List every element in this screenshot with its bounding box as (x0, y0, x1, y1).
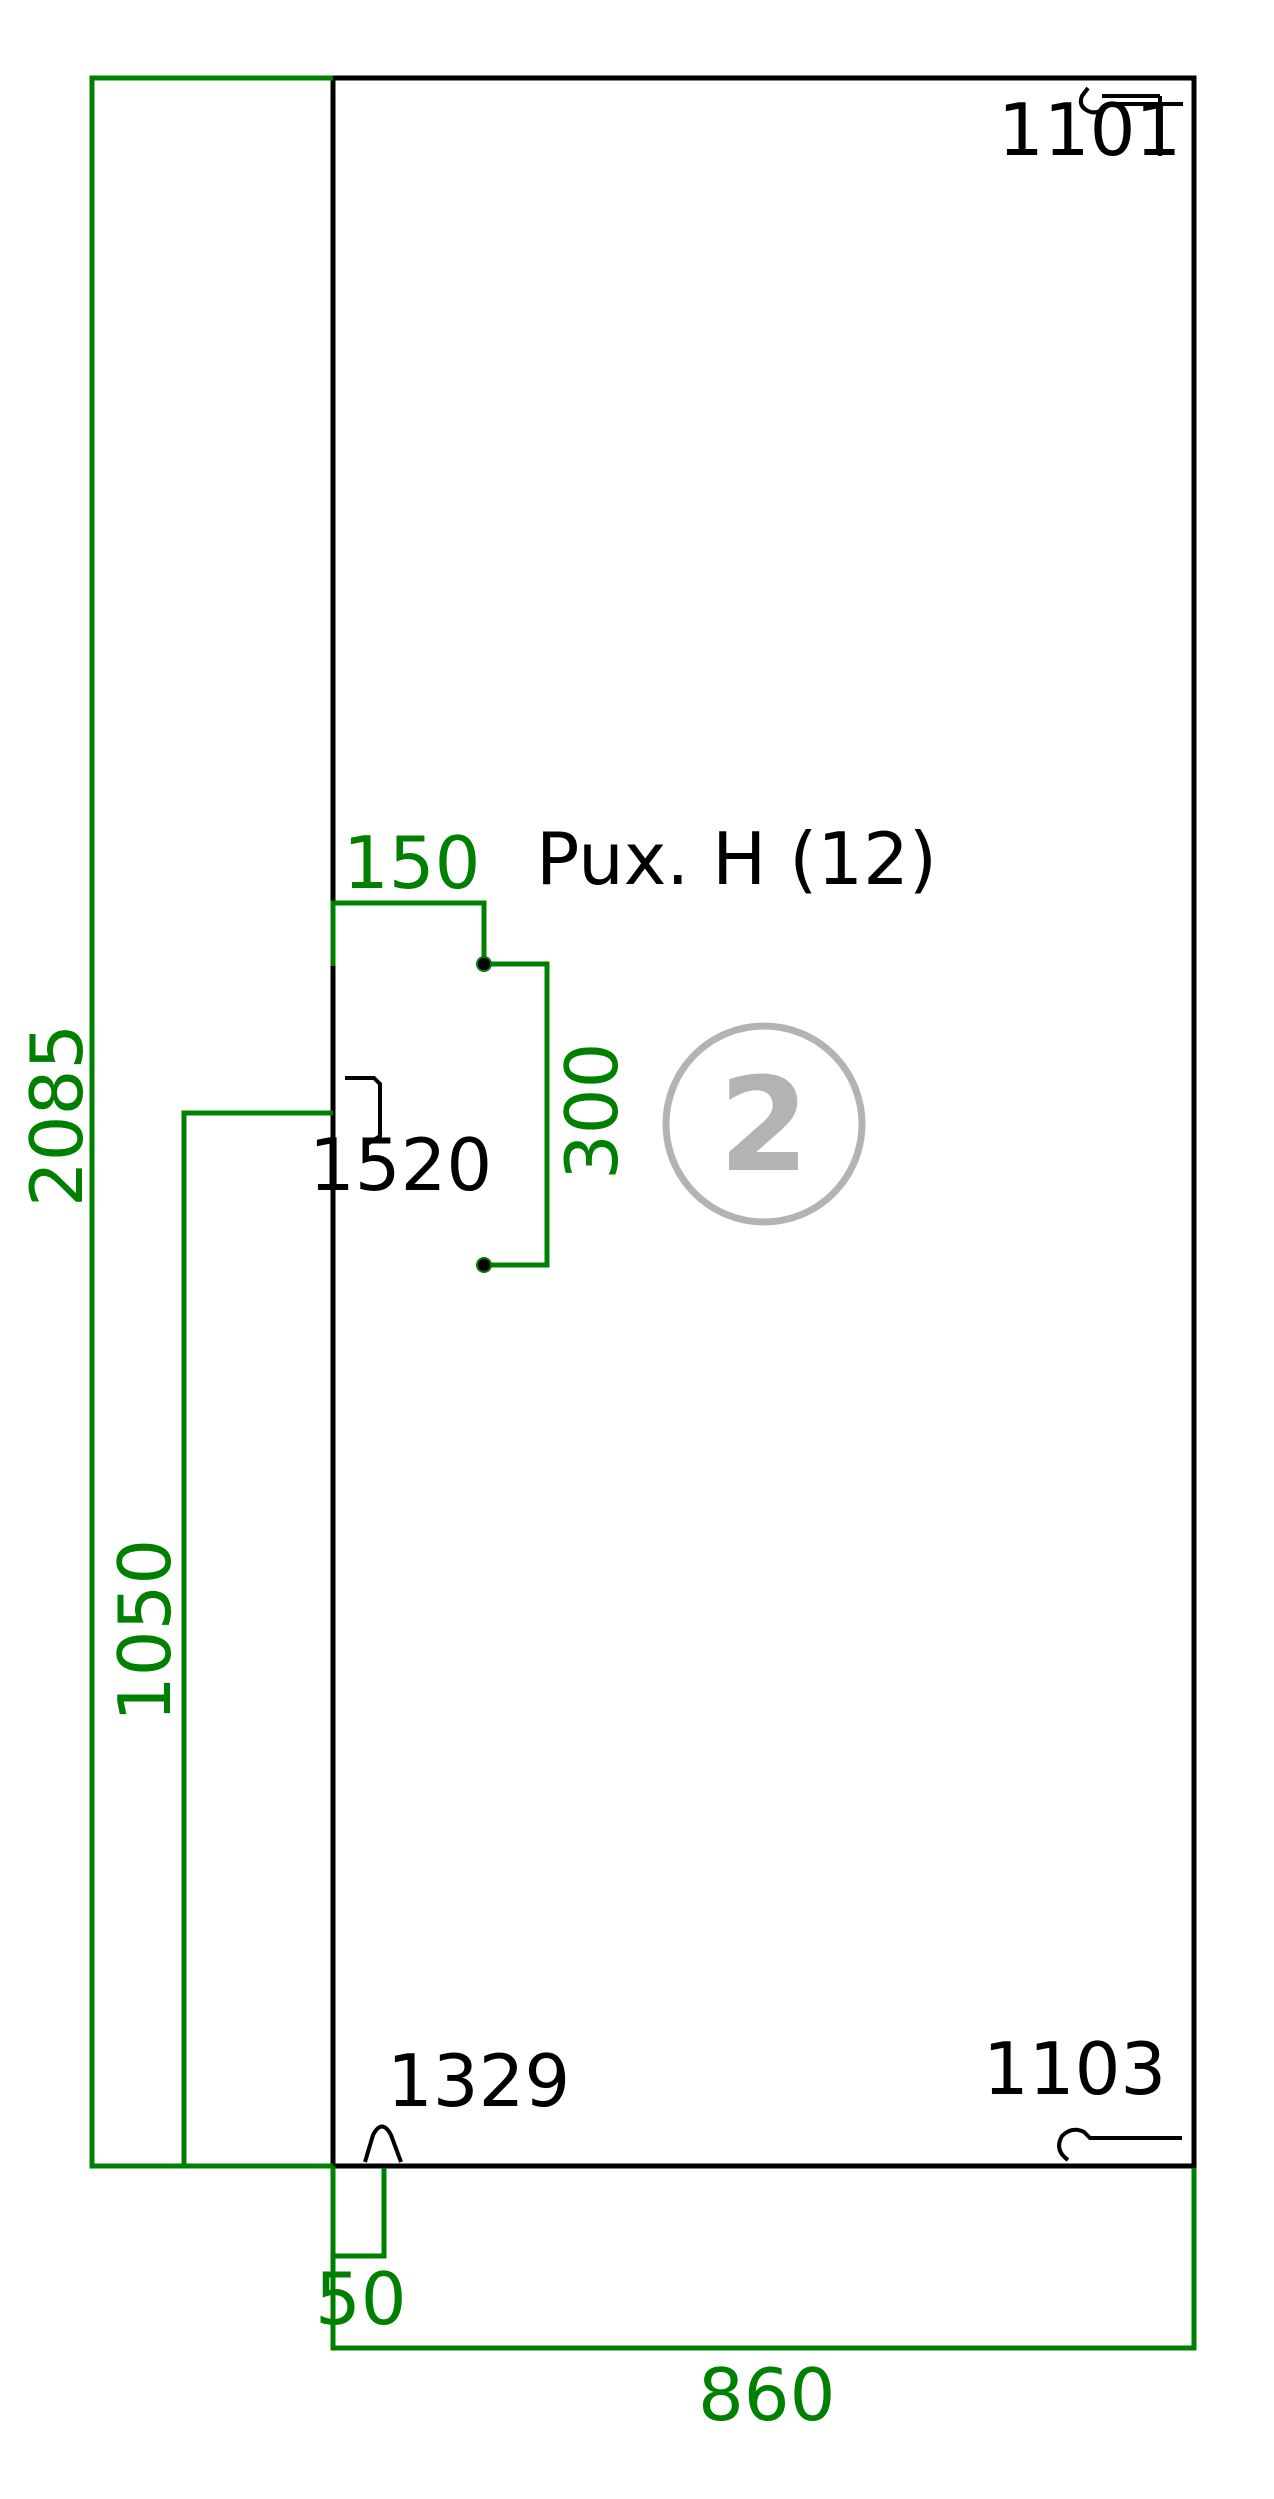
handle-offset-dimension: 150 (330, 821, 487, 966)
part-label-1520: 1520 (309, 1123, 492, 1207)
overall-width-dimension: 860 (330, 2168, 1197, 2437)
part-label-1329: 1329 (387, 2039, 570, 2123)
hinge-offset-label: 50 (315, 2257, 407, 2341)
handle-spacing-label: 300 (550, 1043, 634, 1180)
part-label-1103: 1103 (983, 2027, 1166, 2111)
panel-number: 2 (719, 1049, 809, 1201)
handle-hole-top (476, 956, 492, 972)
hinge-offset-dimension: 50 (315, 2166, 407, 2341)
part-label-1101: 1101 (998, 88, 1181, 172)
handle-spacing-dimension: 300 (476, 956, 634, 1273)
overall-height-dimension: 2085 (15, 75, 333, 2169)
handle-height-dimension: 1050 (103, 1110, 333, 2169)
handle-height-label: 1050 (103, 1539, 187, 1722)
overall-width-label: 860 (698, 2353, 835, 2437)
handle-hole-bottom (476, 1257, 492, 1273)
handle-offset-label: 150 (343, 821, 480, 905)
hinge-symbol-bottom (1057, 2127, 1182, 2162)
overall-height-label: 2085 (15, 1024, 99, 1207)
bracket-symbol-1520 (345, 1076, 382, 1147)
hinge-symbol-top (1078, 86, 1183, 156)
handle-title: Pux. H (12) (536, 817, 937, 901)
panel-outline (330, 75, 1197, 2169)
hinge-cup-symbol-1329 (363, 2124, 403, 2163)
panel-number-badge: 2 (662, 1022, 866, 1226)
